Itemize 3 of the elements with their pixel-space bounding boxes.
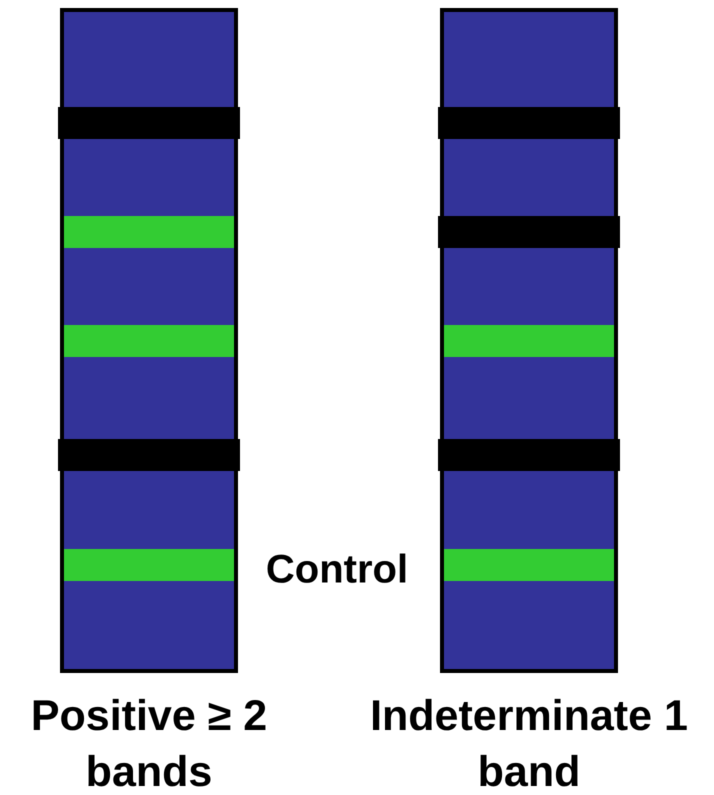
band-label: Control <box>266 548 408 592</box>
strip-caption: Positive ≥ 2 bands <box>30 691 268 795</box>
strip-caption: Indeterminate 1 band <box>369 691 689 795</box>
